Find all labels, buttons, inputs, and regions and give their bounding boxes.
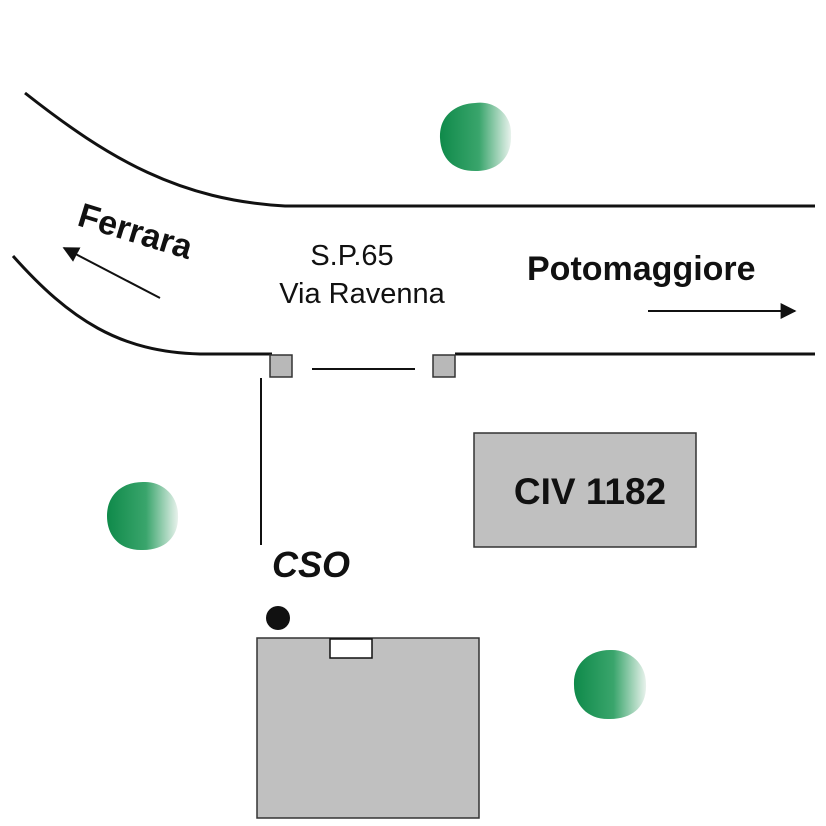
tree-icon [439,102,512,172]
road-name-label: S.P.65 [310,240,393,272]
building-civ-label: CIV 1182 [514,471,666,512]
gate-post-left [269,354,293,378]
road-lower-edge-left [11,255,272,356]
building-lower-opening [329,638,373,659]
building-lower [256,637,480,819]
tree-icon [107,481,179,551]
tree-icon [573,649,647,720]
building-civ-1182 [473,432,697,548]
arrow-to-ferrara [62,247,161,299]
road-upper-edge [24,91,815,208]
gate-post-right [432,354,456,378]
cso-label: CSO [272,544,350,585]
road-street-label: Via Ravenna [279,278,445,310]
direction-label-ferrara: Ferrara [74,196,198,267]
direction-label-potomaggiore: Potomaggiore [527,250,756,288]
cso-marker [266,606,290,630]
